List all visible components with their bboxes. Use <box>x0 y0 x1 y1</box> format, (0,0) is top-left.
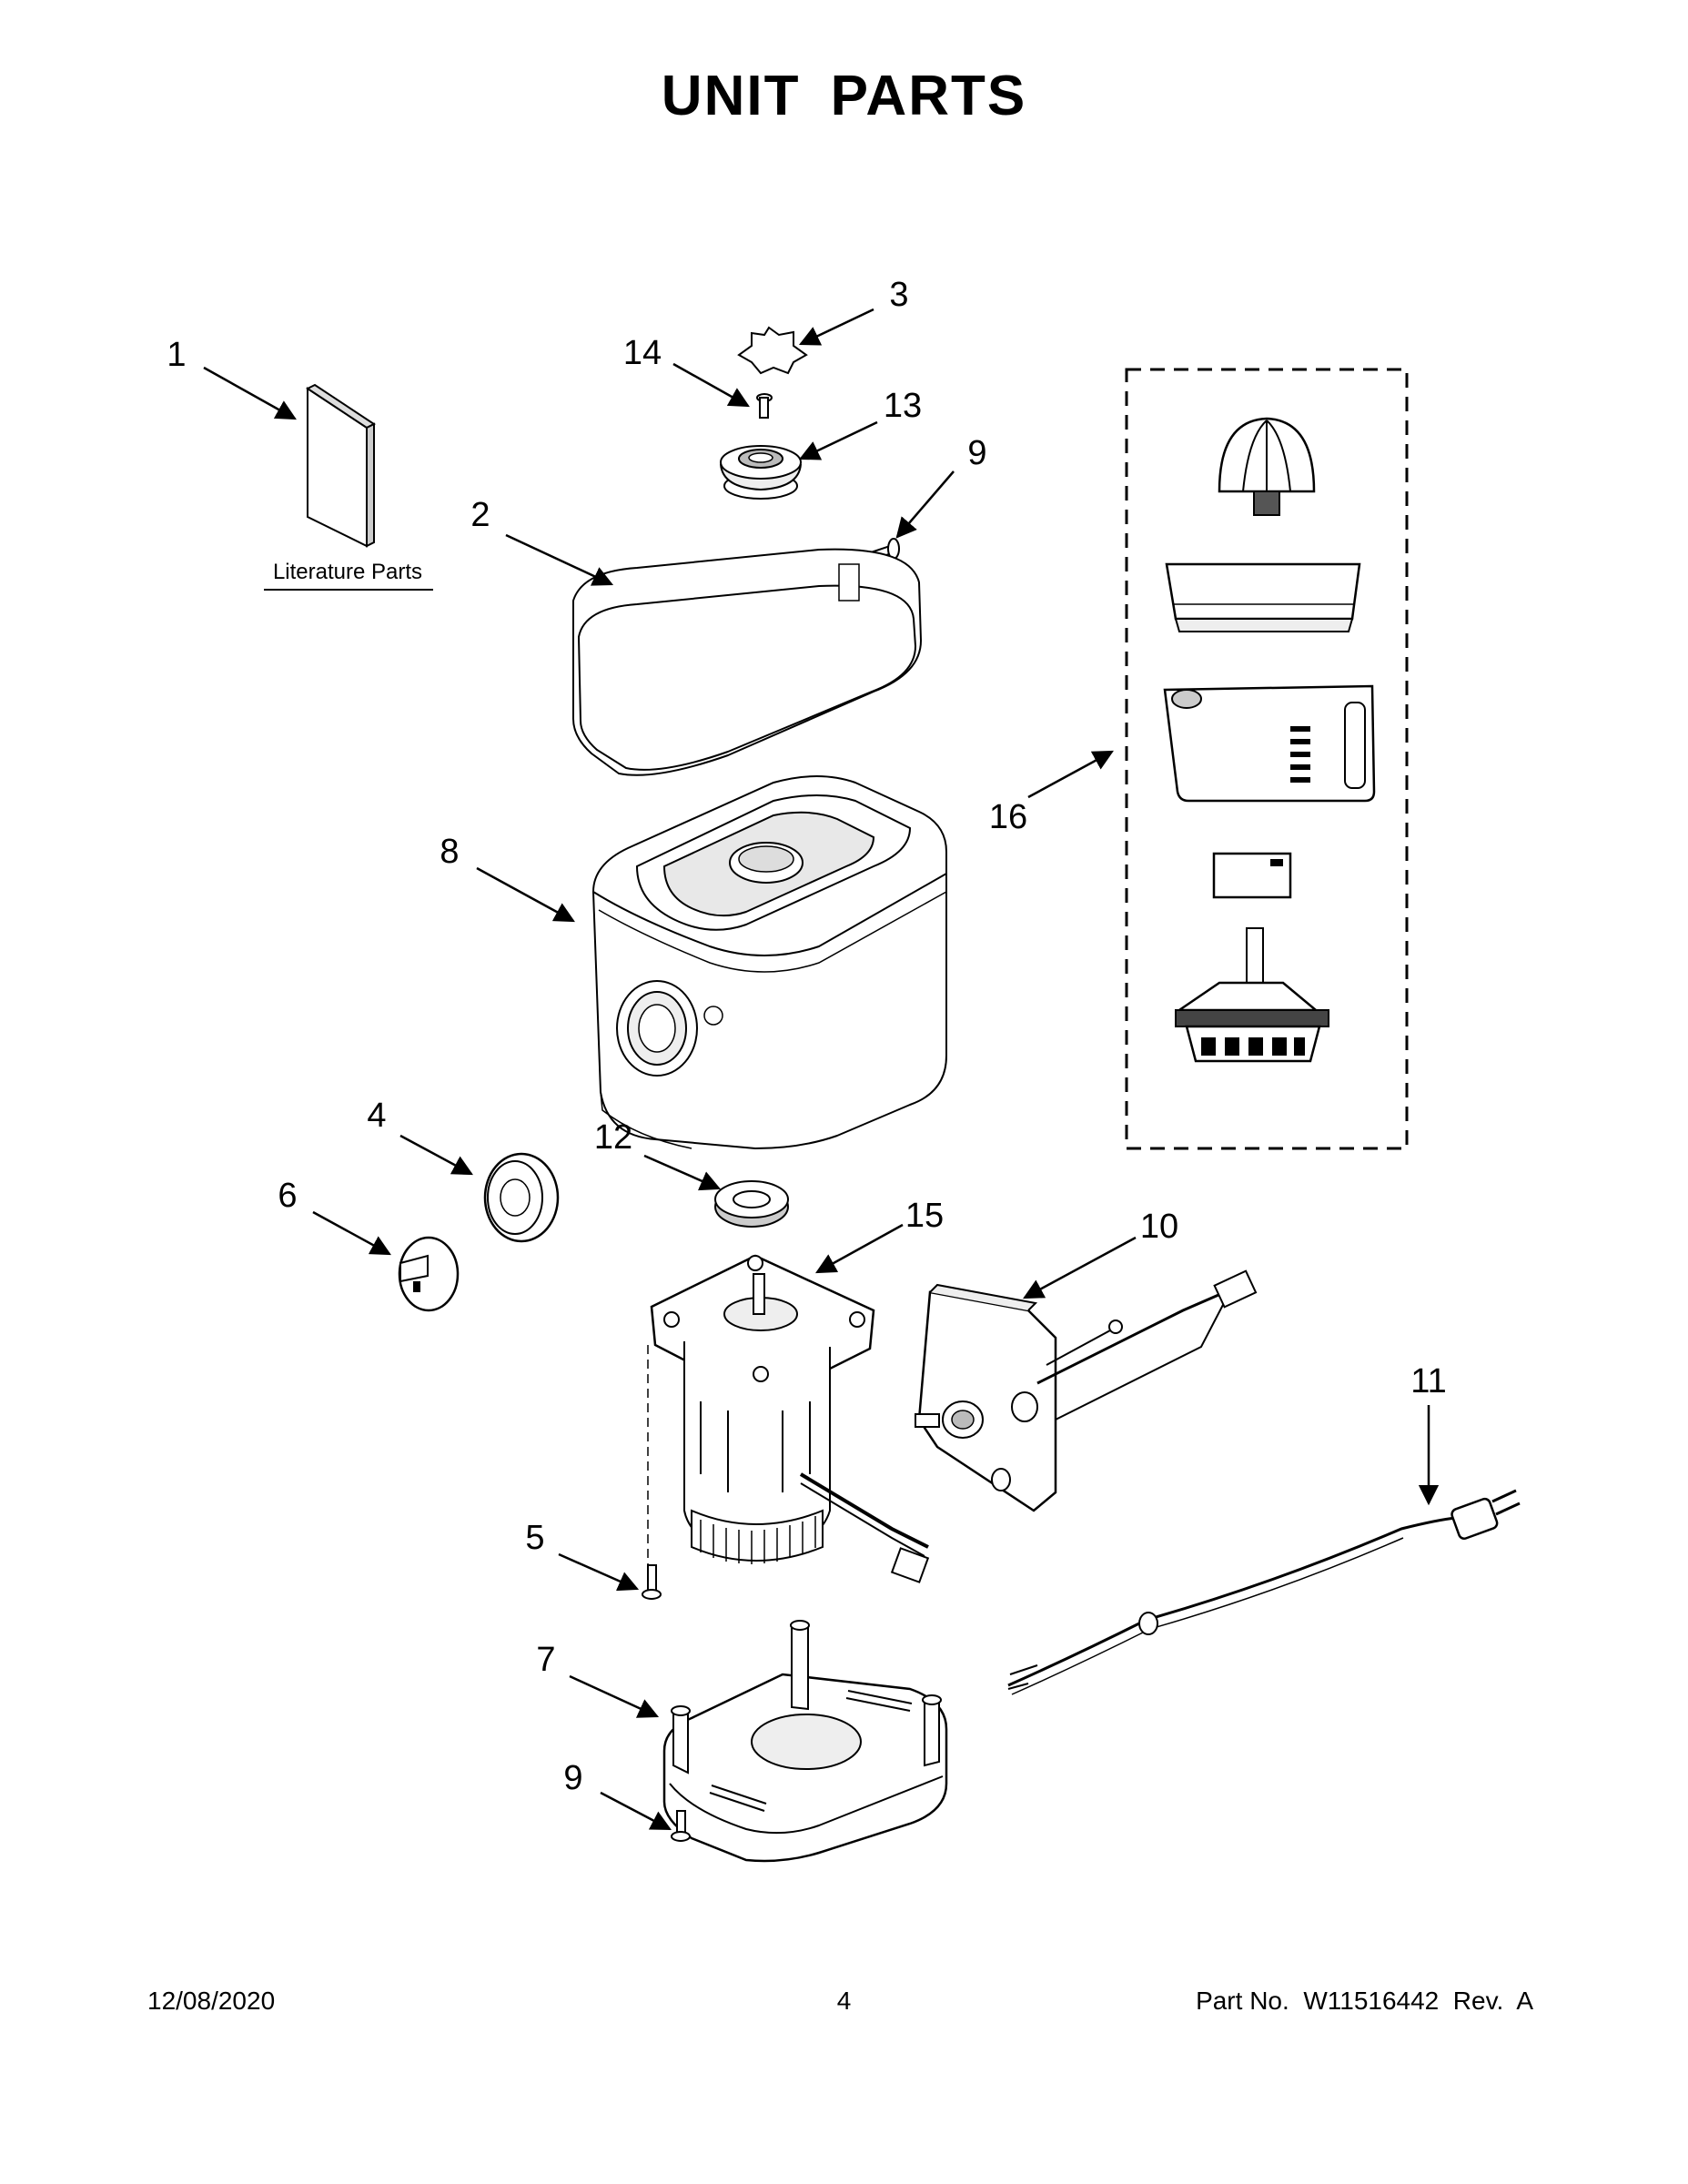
footer-page-number: 4 <box>836 1987 852 2015</box>
trim-band-part <box>572 548 923 776</box>
leader-1 <box>203 366 297 420</box>
leader-9-top <box>895 470 955 539</box>
control-knob-part <box>398 1236 460 1312</box>
screw-part-bottom <box>671 1810 691 1842</box>
accessory-reamer <box>1218 417 1316 516</box>
leader-2 <box>505 533 614 586</box>
accessory-kit-box <box>1125 368 1409 1150</box>
pin-part <box>756 393 773 419</box>
callout-7: 7 <box>536 1641 555 1679</box>
callout-4: 4 <box>367 1097 386 1135</box>
power-cord-part <box>1007 1489 1521 1695</box>
leader-3 <box>798 308 874 346</box>
housing-part <box>591 775 947 1150</box>
drive-socket-part <box>720 445 802 500</box>
callout-5: 5 <box>525 1519 544 1557</box>
motor-part <box>647 1254 930 1583</box>
leader-4 <box>399 1134 473 1176</box>
callout-1: 1 <box>167 336 186 374</box>
page-title: UNIT PARTS <box>661 65 1027 127</box>
footer-part-number: Part No. W11516442 Rev. A <box>1196 1987 1533 2015</box>
literature-parts-label: Literature Parts <box>273 560 422 584</box>
leader-10 <box>1023 1236 1137 1299</box>
accessory-pitcher <box>1163 684 1376 803</box>
accessory-drive-adapter <box>1175 927 1329 1063</box>
leader-7 <box>569 1674 660 1718</box>
drive-coupler-part <box>737 326 808 375</box>
literature-parts-booklet <box>306 383 376 548</box>
callout-16: 16 <box>989 798 1027 836</box>
knob-bezel-part <box>483 1152 560 1243</box>
callout-11: 11 <box>1410 1362 1446 1400</box>
callout-6: 6 <box>278 1177 297 1215</box>
leader-16 <box>1027 750 1114 799</box>
callout-9-top: 9 <box>967 434 986 472</box>
callout-2: 2 <box>470 496 490 534</box>
leader-15 <box>815 1223 904 1274</box>
leader-8 <box>476 866 575 923</box>
accessory-strainer <box>1165 562 1361 632</box>
screw-part-5 <box>642 1564 662 1600</box>
callout-9-bottom: 9 <box>563 1759 582 1797</box>
leader-9-bottom <box>600 1791 672 1831</box>
callout-13: 13 <box>884 387 922 425</box>
base-part <box>662 1620 948 1863</box>
callout-15: 15 <box>905 1197 944 1235</box>
leader-12 <box>643 1154 722 1191</box>
leader-6 <box>312 1210 391 1256</box>
callout-8: 8 <box>440 833 459 871</box>
callout-14: 14 <box>623 334 662 372</box>
callout-3: 3 <box>889 276 908 314</box>
leader-5 <box>558 1552 640 1592</box>
callout-10: 10 <box>1140 1208 1178 1246</box>
footer-date: 12/08/2020 <box>147 1987 276 2015</box>
leader-13 <box>798 420 878 460</box>
leader-14 <box>672 362 750 408</box>
callout-12: 12 <box>594 1118 632 1157</box>
callout-leaders <box>203 308 1440 1831</box>
washer-part <box>714 1180 789 1228</box>
accessory-plate <box>1212 852 1292 899</box>
control-board-part <box>915 1269 1258 1512</box>
